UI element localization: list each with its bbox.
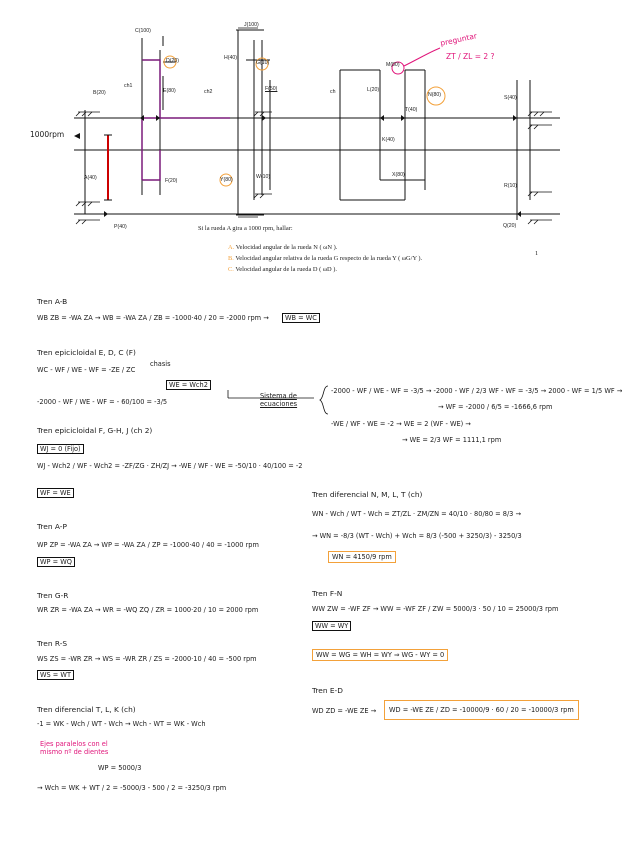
gear-label-e: E(80) [163,88,176,94]
dif-tlk-eq: -1 = WK - Wch / WT - Wch → Wch - WT = WK… [37,720,206,728]
tren-rs-eq: WS ZS = -WR ZR → WS = -WR ZR / ZS = -200… [37,655,257,663]
page-number: 1 [535,250,539,257]
dif-nmlt-eq2: → WN = -8/3 (WT - Wch) + Wch = 8/3 (-500… [312,532,522,540]
tren-ap-result: WP = WQ [37,557,75,567]
sistema-l2: -WE / WF - WE = -2 → WE = 2 (WF - WE) → [331,420,471,428]
gear-label-b: B(20) [93,90,106,96]
tren-fn-eq: WW ZW = -WF ZF → WW = -WF ZF / ZW = 5000… [312,605,559,613]
gear-label-l: L(20) [367,87,380,93]
tren-fn-title: Tren F-N [312,589,343,598]
sistema-l1: -2000 - WF / WE - WF = -3/5 → -2000 - WF… [331,387,622,395]
gear-label-g: G(10) [256,60,270,66]
problem-statement: Si la rueda A gira a 1000 rpm, hallar: [198,225,293,232]
gear-label-h: H(40) [224,55,237,61]
gear-label-y: Y(80) [220,177,233,183]
tren-ed-eq-box: WD = -WE ZE / ZD = -10000/9 · 60 / 20 = … [384,700,579,720]
tren-rs-title: Tren R-S [37,639,68,648]
dif-tlk-title: Tren diferencial T, L, K (ch) [37,705,136,714]
input-speed-label: 1000rpm [30,130,65,139]
dif-nmlt-eq: WN - Wch / WT - Wch = ZT/ZL · ZM/ZN = 40… [312,510,522,518]
epi1-eq1: WC - WF / WE - WF = -ZE / ZC [37,366,136,374]
question-text: Velocidad angular relativa de la rueda G… [235,255,423,262]
arm-label-ch2: ch2 [204,89,213,95]
tren-ed-eq-left: WD ZD = -WE ZE → [312,707,377,715]
dif-tlk-note: Ejes paralelos con el mismo nº de diente… [40,740,109,756]
gear-label-c: C(100) [135,28,151,34]
question-item: C. Velocidad angular de la rueda D ( ωD … [228,266,422,273]
gear-label-n: N(80) [428,92,441,98]
epi2-wj: WJ = 0 (Fijo) [37,444,84,454]
gear-label-k: K(40) [382,137,395,143]
gear-label-w: W(10) [256,174,271,180]
sistema-label: Sistema de ecuaciones [260,392,298,408]
arm-label-ch: ch [330,89,336,95]
gear-label-fi: F(50) [265,86,278,92]
tren-gr-eq: WR ZR = -WA ZA → WR = -WQ ZQ / ZR = 1000… [37,606,259,614]
dif-tlk-eq2: → Wch = WK + WT / 2 = -5000/3 - 500 / 2 … [37,784,227,792]
epi2-eq: WJ - Wch2 / WF - Wch2 = -ZF/ZG · ZH/ZJ →… [37,462,303,470]
tren-gr-title: Tren G-R [37,591,69,600]
gear-label-x: X(80) [392,172,405,178]
tren-ab-result: WB = WC [282,313,320,323]
arm-label-ch1: ch1 [124,83,133,89]
sistema-l3: → WE = 2/3 WF = 1111,1 rpm [402,436,502,444]
sistema-bracket [227,385,329,415]
tren-fn-result: WW = WY [312,621,352,631]
gear-label-s: S(40) [504,95,517,101]
epi1-eq2: -2000 - WF / WE - WF = - 60/100 = -3/5 [37,398,168,406]
question-text: Velocidad angular de la rueda N ( ωN ). [235,244,338,251]
chain-result: WW = WG = WH = WY ⇒ WG - WY = 0 [312,649,449,661]
question-bullet: A. [228,244,235,251]
dif-tlk-top: WP = 5000/3 [98,764,142,772]
question-list: A. Velocidad angular de la rueda N ( ωN … [228,244,422,273]
epi1-chasis: chasis [150,360,171,368]
tren-ed-title: Tren E-D [312,686,343,695]
question-item: A. Velocidad angular de la rueda N ( ωN … [228,244,422,251]
gear-train-diagram [74,27,560,225]
tren-rs-result: WS = WT [37,670,74,680]
gear-label-t: T(40) [405,107,418,113]
gear-label-q: Q(20) [503,223,517,229]
epi1-box: WE = Wch2 [166,380,211,390]
tren-ap-title: Tren A-P [37,522,67,531]
gear-label-j: J(100) [244,22,259,28]
question-bullet: C. [228,266,234,273]
question-item: B. Velocidad angular relativa de la rued… [228,255,422,262]
gear-label-a: A(40) [84,175,97,181]
tren-ab-title: Tren A-B [37,297,68,306]
tren-ap-eq: WP ZP = -WA ZA → WP = -WA ZA / ZP = -100… [37,541,259,549]
dif-nmlt-title: Tren diferencial N, M, L, T (ch) [312,490,423,499]
tren-ab-eq: WB ZB = -WA ZA → WB = -WA ZA / ZB = -100… [37,314,269,322]
dif-nmlt-result: WN = 4150/9 rpm [328,551,396,563]
question-text: Velocidad angular de la rueda D ( ωD ). [235,266,337,273]
gear-label-d: D(20) [166,58,179,64]
question-bullet: B. [228,255,234,262]
annotation-formula: ZT / ZL = 2 ? [446,52,495,61]
epi1-title: Tren epicicloidal E, D, C (F) [37,348,136,357]
sistema-l1b: → WF = -2000 / 6/5 = -1666,6 rpm [438,403,553,411]
gear-label-m: M(80) [386,62,400,68]
epi2-title: Tren epicicloidal F, G-H, J (ch 2) [37,426,153,435]
epi2-result: WF = WE [37,488,74,498]
gear-label-p: P(40) [114,224,127,230]
gear-label-r: R(10) [504,183,517,189]
gear-label-f: F(20) [165,178,178,184]
